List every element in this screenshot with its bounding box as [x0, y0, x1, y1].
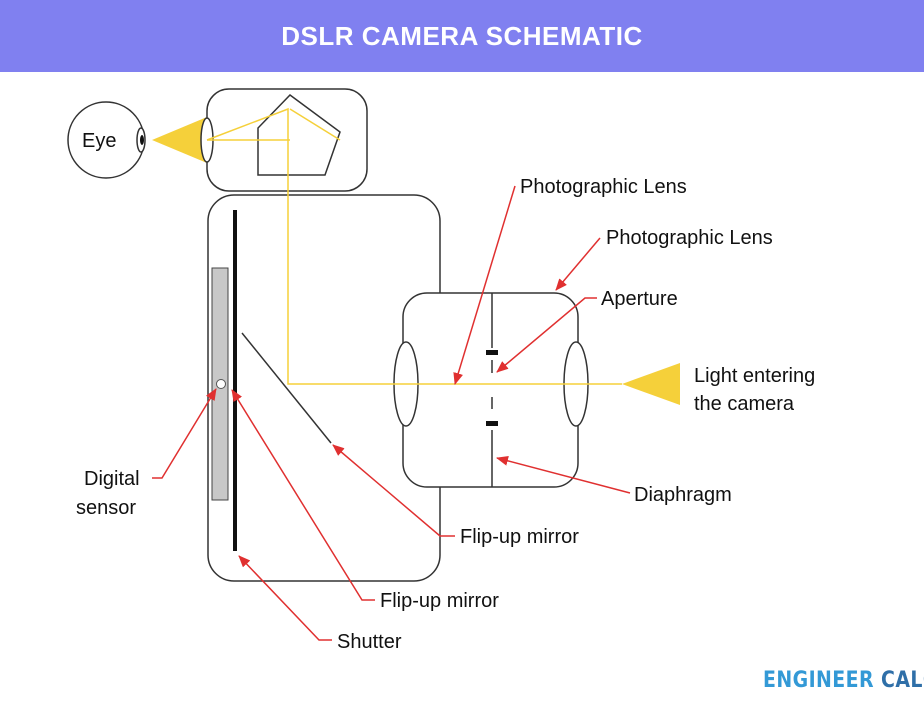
pentaprism: [257, 94, 341, 176]
lens-barrel: [402, 292, 579, 488]
brand-part-engineer: ENGINEER: [763, 668, 875, 693]
brand-part-calcs: CALCS: [881, 668, 924, 693]
aperture-blade-lower: [486, 421, 498, 426]
incoming-light-beam: [622, 363, 680, 405]
eye-pupil: [140, 135, 144, 145]
label-photographic-lens-1: Photographic Lens: [520, 176, 687, 198]
aperture-arrow: [496, 297, 597, 373]
label-aperture: Aperture: [601, 288, 678, 310]
label-sensor: sensor: [76, 497, 136, 519]
label-photographic-lens-2: Photographic Lens: [606, 227, 773, 249]
label-digital: Digital: [84, 468, 140, 490]
photographic-lens-arrow-2: [555, 237, 601, 291]
label-flip-up-mirror-1: Flip-up mirror: [460, 526, 579, 548]
flip-up-mirror-arrow-1: [332, 444, 455, 537]
eye: [67, 101, 146, 179]
flip-up-mirror-arrow-2: [231, 389, 375, 601]
label-shutter: Shutter: [337, 631, 402, 653]
shutter-arrow: [238, 555, 332, 641]
photographic-lens-arrow-1: [453, 185, 516, 385]
label-flip-up-mirror-2: Flip-up mirror: [380, 590, 499, 612]
page-title: DSLR CAMERA SCHEMATIC: [281, 20, 643, 51]
flip-up-mirror: [241, 332, 332, 444]
label-light-entering: Light entering: [694, 365, 815, 387]
aperture-blade-upper: [486, 350, 498, 355]
label-the-camera: the camera: [694, 393, 795, 415]
label-diaphragm: Diaphragm: [634, 484, 732, 506]
sensor-point: [216, 379, 226, 389]
prism-reflection-ray: [289, 108, 341, 141]
title-banner: DSLR CAMERA SCHEMATIC: [0, 0, 924, 72]
viewfinder-light-beam: [152, 117, 207, 163]
digital-sensor-arrow: [152, 388, 217, 479]
label-eye: Eye: [82, 130, 116, 152]
brand-logo: ENGINEER CALCS: [763, 668, 924, 693]
diaphragm-arrow: [496, 455, 631, 494]
